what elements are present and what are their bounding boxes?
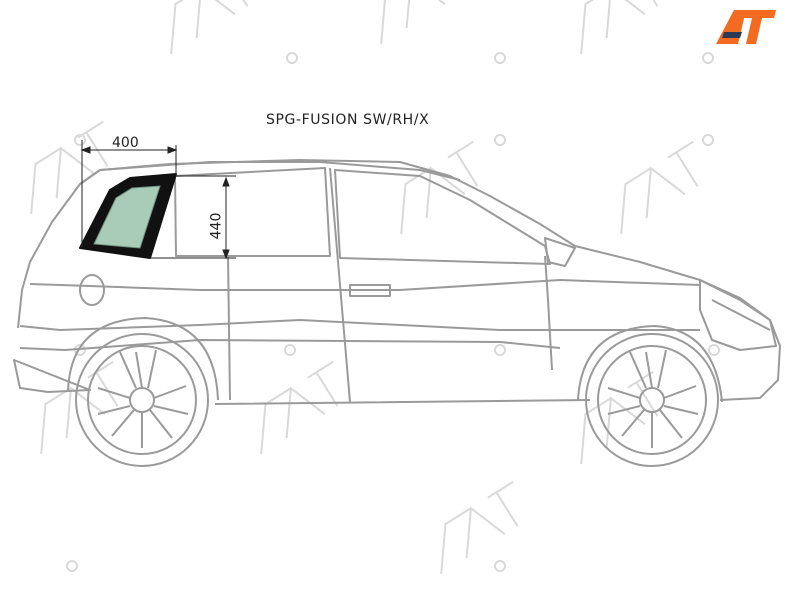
quarter-glass (79, 173, 177, 259)
watermark-tile (40, 360, 119, 455)
car-outline (13, 159, 781, 405)
watermark-pattern (30, 0, 720, 575)
door-handle (349, 284, 391, 297)
rear-wheel (75, 333, 209, 467)
height-dimension-label: 440 (208, 212, 225, 240)
car-body (13, 159, 781, 405)
width-dimension-line (80, 140, 178, 248)
brand-logo (716, 10, 776, 44)
width-dimension-label: 400 (112, 135, 139, 151)
watermark-tile (260, 360, 339, 455)
glass-pane (93, 185, 161, 249)
height-dimension-line (150, 175, 236, 260)
part-code-label: SPG-FUSION SW/RH/X (266, 112, 430, 128)
front-wheel (585, 333, 719, 467)
watermark-tile (580, 0, 659, 55)
watermark-tile (440, 480, 519, 575)
watermark-tile (580, 370, 659, 465)
watermark-tile (620, 140, 699, 235)
side-window-frame (174, 167, 331, 257)
watermark-tile (400, 140, 479, 235)
side-mirror (544, 237, 576, 267)
watermark-tile (30, 120, 109, 215)
front-window-frame (334, 169, 551, 265)
watermark-tile (170, 0, 249, 55)
fuel-cap (79, 274, 105, 306)
watermark-tile (380, 0, 459, 45)
